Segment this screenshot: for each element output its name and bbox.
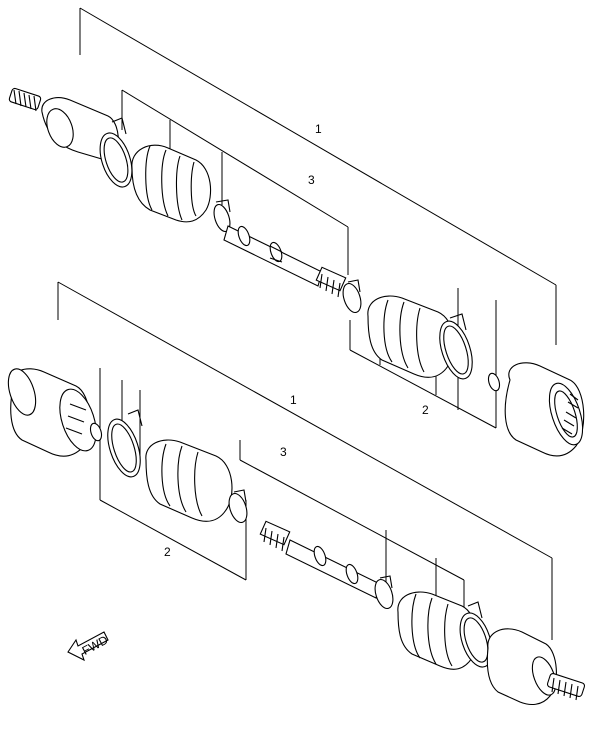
lower-inner-joint-housing [7,368,97,457]
upper-inner-joint-housing [504,362,585,457]
upper-callout-boot-set: 2 [422,403,429,417]
upper-drive-shaft-assembly: 1 3 2 [8,7,585,457]
arrow-icon [67,631,109,662]
upper-outer-boot [131,144,212,223]
lower-inner-clamp-band [107,409,143,478]
upper-small-clamp-inner [342,279,362,314]
upper-spline-stub [8,87,42,112]
upper-outer-clamp-band [99,117,133,188]
fwd-direction-marker: FWD [67,631,111,662]
upper-callout-assembly: 1 [315,122,322,136]
upper-snap-ring [487,372,501,392]
lower-snap-ring [89,422,103,442]
upper-small-clamp-outer [213,199,231,233]
lower-callout-boot-set: 2 [164,545,171,559]
upper-inner-clamp-band [439,313,473,380]
lower-inner-boot [145,439,233,522]
lower-outer-boot [397,591,478,670]
upper-callout-leader-lines [79,7,557,429]
lower-outer-cv-joint [486,628,557,706]
lower-small-clamp-inner [228,489,248,524]
lower-drive-shaft-assembly: 1 3 2 [7,281,586,706]
lower-callout-leader-lines [57,281,553,640]
lower-callout-assembly: 1 [290,393,297,407]
lower-outer-clamp-band [459,601,493,668]
upper-outer-cv-joint [41,97,119,163]
lower-drive-shaft [259,520,381,599]
lower-callout-shaft: 3 [280,445,287,459]
lower-small-clamp-outer [374,575,394,610]
upper-drive-shaft [223,225,347,298]
lower-spline-stub [546,673,586,701]
upper-callout-shaft: 3 [308,173,315,187]
